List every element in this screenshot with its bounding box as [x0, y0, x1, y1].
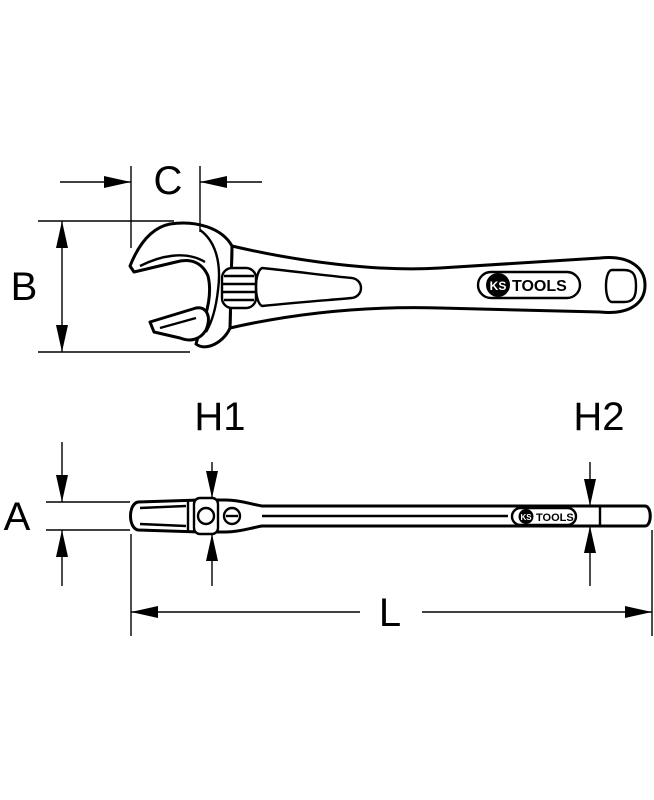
dimension-h1-label: H1: [194, 395, 245, 439]
handle-slot: [254, 266, 363, 308]
logo-side-ks-text: KS: [520, 513, 532, 522]
ks-tools-logo-side: KS TOOLS: [510, 506, 578, 527]
logo-ks-text: KS: [490, 279, 507, 293]
dimension-c: C: [60, 159, 262, 248]
dimension-h2-label: H2: [573, 395, 624, 439]
dimension-b: B: [11, 220, 190, 353]
dimension-c-label: C: [154, 159, 183, 203]
logo-tools-text: TOOLS: [512, 278, 567, 295]
dimension-l-label: L: [379, 591, 401, 635]
jaw-side-taper: [139, 504, 187, 528]
wrench-handle-outline: [228, 244, 647, 330]
worm-screw: [220, 266, 258, 310]
dimension-a-label: A: [4, 495, 31, 539]
worm-side-knob: [196, 506, 216, 526]
jaw-inner-line: [139, 254, 206, 268]
wrench-side-view: KS TOOLS: [129, 496, 652, 536]
dimension-h2: H2: [573, 395, 625, 586]
dimension-l: L: [130, 530, 653, 636]
jaw-inner-line-2: [159, 316, 197, 330]
wrench-top-view: KS TOOLS: [128, 221, 647, 349]
head-contour-line: [199, 229, 221, 333]
ks-tools-logo-top: KS TOOLS: [476, 270, 582, 300]
hang-hole: [604, 268, 638, 304]
dimension-h1: H1: [194, 395, 246, 586]
logo-side-tools-text: TOOLS: [536, 512, 574, 524]
dimension-a: A: [4, 442, 130, 586]
dimension-b-label: B: [11, 265, 38, 309]
